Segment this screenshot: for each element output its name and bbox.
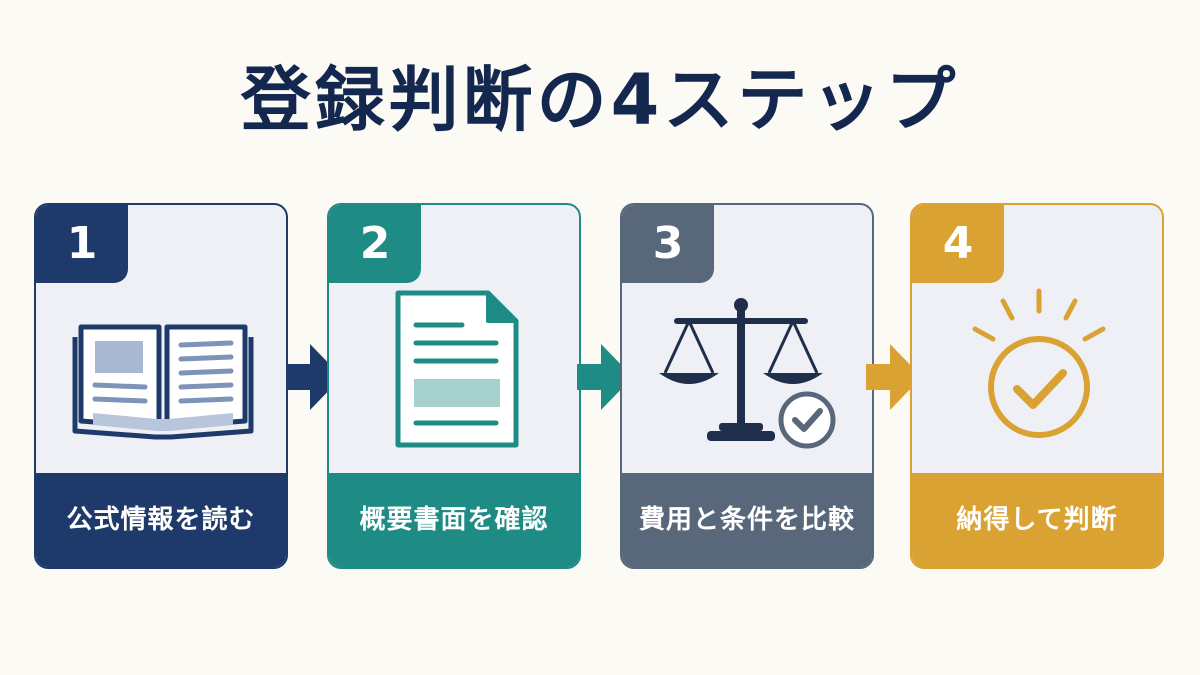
step-label: 費用と条件を比較 bbox=[622, 473, 872, 567]
step-number: 4 bbox=[912, 205, 1004, 283]
step-number: 2 bbox=[329, 205, 421, 283]
arrow-right-icon bbox=[866, 344, 922, 410]
sunburst-check-icon bbox=[972, 288, 1106, 438]
step-card-2: 2 概要書面を確認 bbox=[327, 203, 581, 569]
arrow-right-icon bbox=[577, 344, 633, 410]
step-label: 公式情報を読む bbox=[36, 473, 286, 567]
document-icon bbox=[395, 290, 519, 448]
arrow-right-icon bbox=[286, 344, 342, 410]
step-card-4: 4 納得して判断 bbox=[910, 203, 1164, 569]
open-book-icon bbox=[72, 324, 254, 440]
balance-scale-check-icon bbox=[659, 298, 836, 449]
step-number: 1 bbox=[36, 205, 128, 283]
step-label: 納得して判断 bbox=[912, 473, 1162, 567]
page-title: 登録判断の4ステップ bbox=[240, 59, 960, 141]
step-label: 概要書面を確認 bbox=[329, 473, 579, 567]
step-number: 3 bbox=[622, 205, 714, 283]
step-card-3: 3 費用と条件を比較 bbox=[620, 203, 874, 569]
step-card-1: 1 公式情報を読む bbox=[34, 203, 288, 569]
